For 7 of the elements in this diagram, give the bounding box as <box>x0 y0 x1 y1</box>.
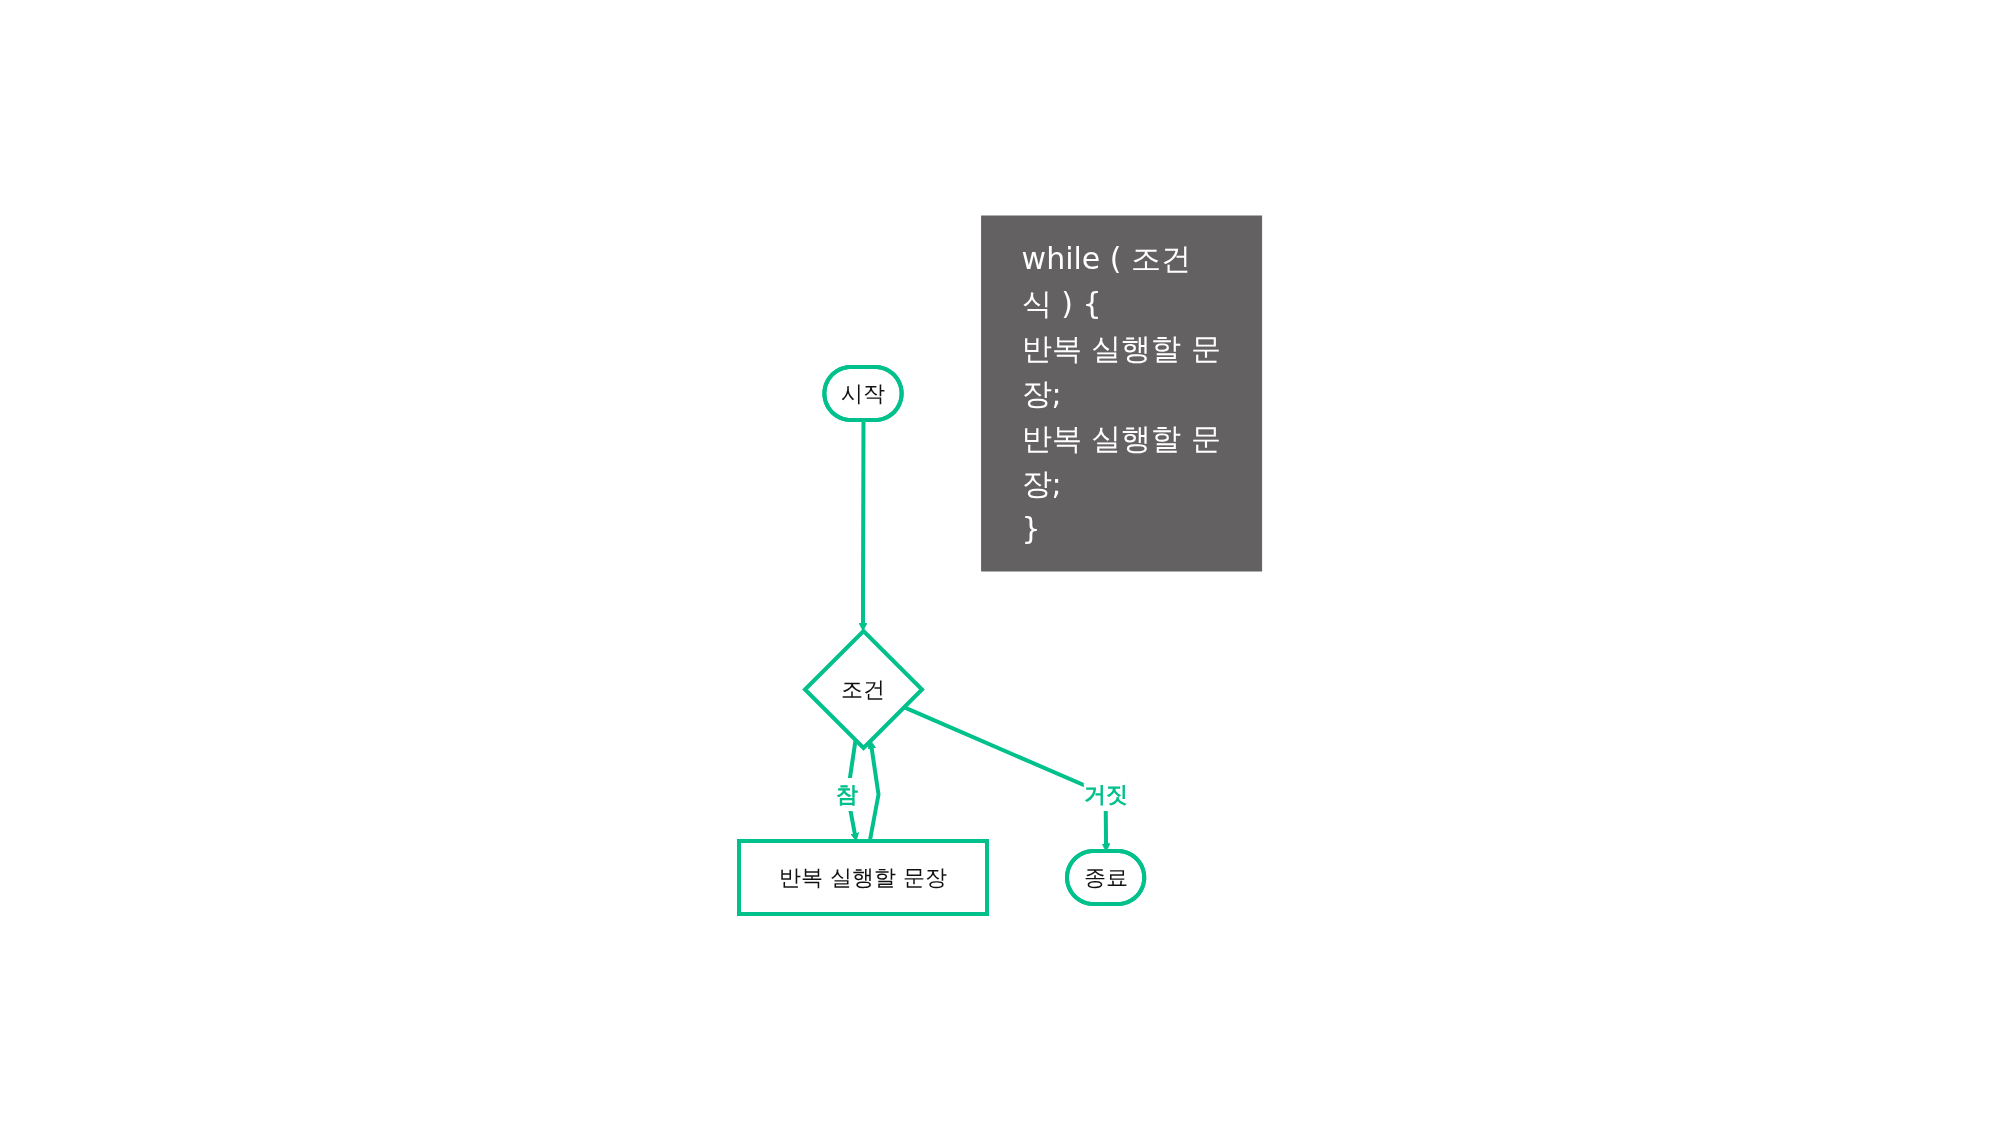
edge-label: 참 <box>836 782 859 807</box>
node-box: 반복 실행할 문장 <box>736 839 989 916</box>
node-diamond: 조건 <box>801 628 925 751</box>
arrow <box>858 420 868 632</box>
arrow <box>867 740 881 842</box>
node-box: while ( 조건식 ) { 반복 실행할 문장; 반복 실행할 문장; } <box>980 215 1262 572</box>
edge-label: 거짓 <box>1083 782 1128 807</box>
